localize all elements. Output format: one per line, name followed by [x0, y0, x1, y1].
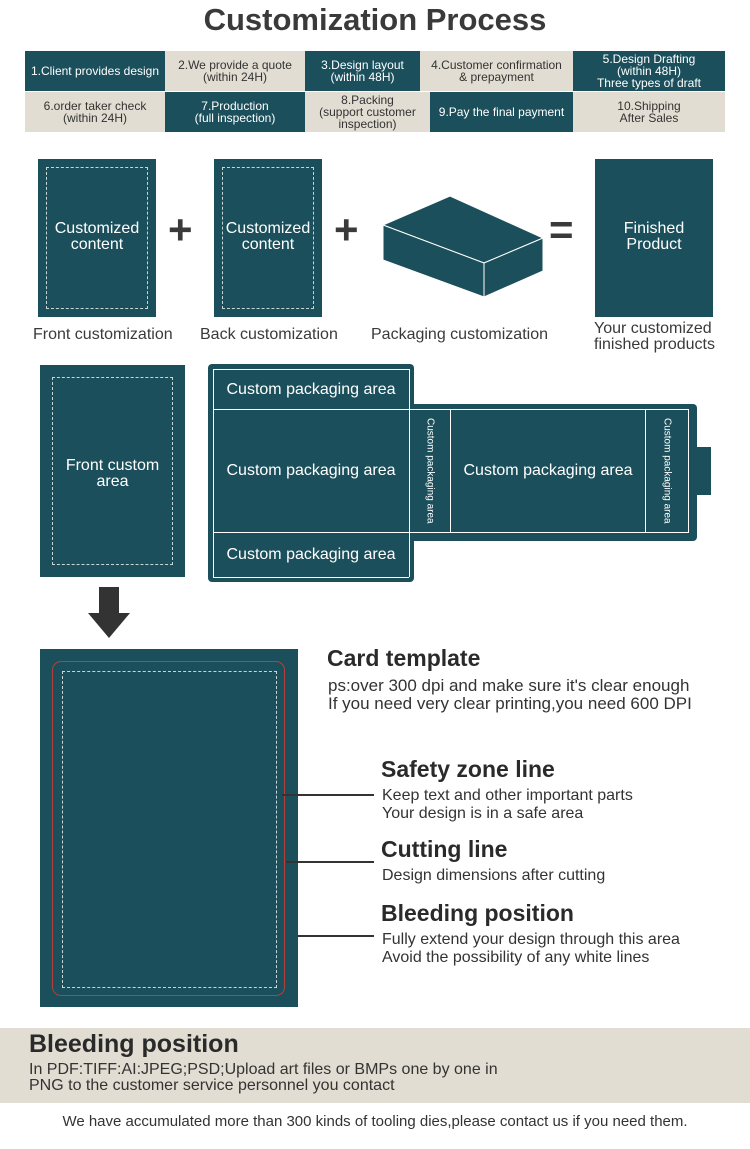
plus-sign: + [168, 206, 193, 253]
pkg-area-side-2: Custom packaging area [661, 418, 673, 524]
step-9: 9.Pay the final payment [430, 92, 573, 132]
upload-info-band [0, 1028, 750, 1103]
card-template-note: ps:over 300 dpi and make sure it's clear… [328, 676, 692, 713]
step-3: 3.Design layout (within 48H) [305, 51, 420, 91]
step-6: 6.order taker check (within 24H) [25, 92, 165, 132]
safety-leader-line [282, 794, 374, 796]
back-card-text: Customized content [225, 220, 311, 253]
step-7: 7.Production (full inspection) [165, 92, 305, 132]
back-card: Customized content [214, 159, 322, 317]
front-area-dashed-line [52, 377, 173, 565]
back-caption: Back customization [200, 326, 338, 343]
step-10: 10.Shipping After Sales [573, 92, 725, 132]
cutting-line-desc: Design dimensions after cutting [382, 867, 606, 884]
pkg-area-bottom: Custom packaging area [226, 546, 396, 563]
step-5: 5.Design Drafting (within 48H) Three typ… [573, 51, 725, 91]
step-4: 4.Customer confirmation & prepayment [420, 51, 573, 91]
page-title: Customization Process [203, 2, 547, 37]
safety-zone-heading: Safety zone line [381, 756, 555, 782]
cutting-line-heading: Cutting line [381, 836, 508, 862]
pkg-area-top: Custom packaging area [226, 380, 396, 398]
front-card-text: Customized content [54, 220, 140, 253]
packaging-box-icon [381, 195, 545, 298]
step-2: 2.We provide a quote (within 24H) [165, 51, 305, 91]
bleed-leader-line [298, 935, 374, 937]
card-template-heading: Card template [327, 645, 481, 671]
pkg-area-center: Custom packaging area [463, 462, 633, 479]
equals-sign: = [549, 206, 574, 253]
front-area-text: Front custom area [65, 457, 160, 490]
safety-zone-desc: Keep text and other important parts Your… [382, 787, 633, 822]
front-card: Customized content [38, 159, 156, 317]
front-card-dashed-line [46, 167, 148, 309]
upload-text: In PDF:TIFF:AI:JPEG;PSD;Upload art files… [29, 1061, 498, 1094]
safety-dashed-line [62, 671, 277, 988]
arrow-down-icon [88, 587, 130, 638]
footer-note: We have accumulated more than 300 kinds … [62, 1113, 688, 1130]
bleeding-desc: Fully extend your design through this ar… [382, 931, 680, 966]
card-template [40, 649, 298, 1007]
back-card-dashed-line [222, 167, 314, 309]
finished-product-text: Finished Product [623, 220, 685, 253]
bleeding-heading: Bleeding position [381, 900, 574, 926]
cutting-leader-line [286, 861, 374, 863]
finished-caption: Your customized finished products [594, 320, 715, 353]
upload-heading: Bleeding position [29, 1030, 239, 1058]
finished-product: Finished Product [595, 159, 713, 317]
pkg-area-left: Custom packaging area [226, 462, 396, 479]
pkg-area-side-1: Custom packaging area [424, 418, 436, 524]
step-8: 8.Packing (support customer inspection) [305, 92, 430, 132]
bleed-outline [52, 661, 285, 996]
plus-sign: + [334, 206, 359, 253]
step-1: 1.Client provides design [25, 51, 165, 91]
front-caption: Front customization [33, 326, 173, 343]
front-custom-area: Front custom area [40, 365, 185, 577]
packaging-caption: Packaging customization [371, 326, 548, 343]
